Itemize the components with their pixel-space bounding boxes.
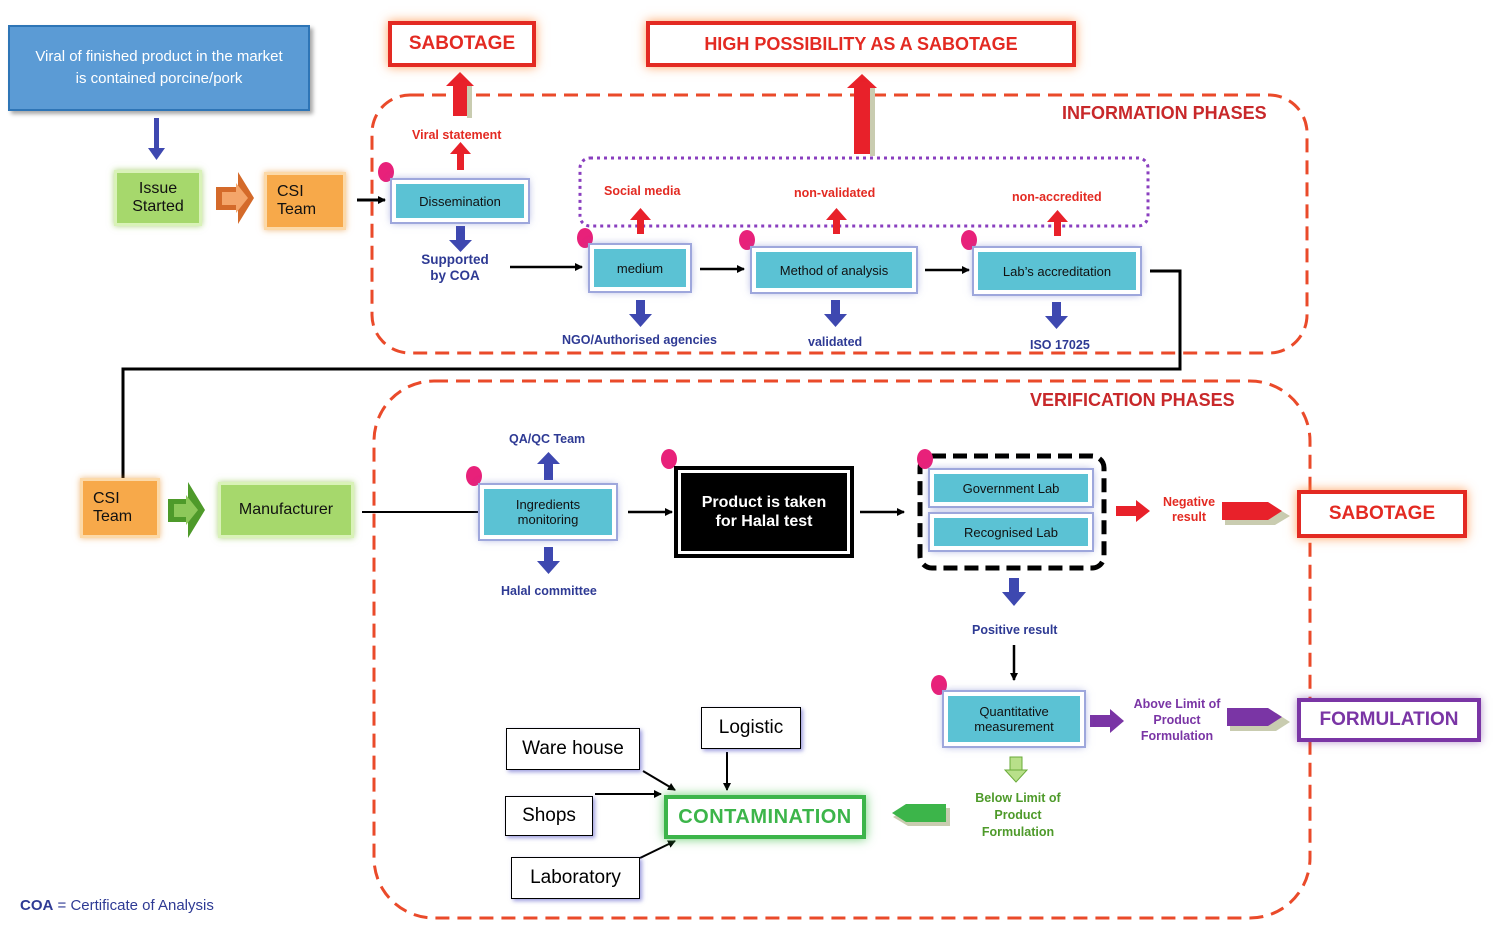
- above-limit-label: Above Limit of Product Formulation: [1133, 697, 1221, 743]
- contamination-box: CONTAMINATION: [664, 795, 866, 839]
- iso-label: ISO 17025: [1030, 338, 1090, 352]
- arrow-down-method: [824, 300, 847, 327]
- arrow-up-ingredients: [537, 452, 560, 480]
- csi-team-bottom-text: CSI Team: [93, 490, 133, 525]
- footnote-abbr: COA: [20, 897, 54, 914]
- arrow-up-medium: [630, 208, 651, 234]
- information-phases-title: INFORMATION PHASES: [1062, 103, 1267, 123]
- medium-box: medium: [588, 243, 692, 293]
- arrow-down-quant: [1003, 756, 1029, 783]
- logistic-box: Logistic: [701, 707, 801, 749]
- viral-statement-label: Viral statement: [412, 128, 502, 142]
- arrow-issue-to-csi: [216, 172, 254, 224]
- halal-committee-label: Halal committee: [501, 584, 597, 598]
- quantitative-measurement-text: Quantitative measurement: [974, 704, 1054, 734]
- verification-phase-frame: [372, 379, 1312, 920]
- supported-by-coa-label: Supported by COA: [421, 252, 489, 283]
- method-of-analysis-box: Method of analysis: [750, 246, 918, 294]
- medium-text: medium: [616, 260, 664, 276]
- arrow-above-to-formulation: [1227, 708, 1290, 731]
- manufacturer-box: Manufacturer: [218, 482, 354, 538]
- sabotage-bottom-text: SABOTAGE: [1328, 503, 1436, 524]
- csi-team-top-text: CSI Team: [277, 183, 317, 218]
- ware-house-text: Ware house: [522, 738, 624, 759]
- arrow-labs-to-negative: [1116, 500, 1150, 522]
- manufacturer-text: Manufacturer: [238, 501, 334, 518]
- dissemination-text: Dissemination: [419, 193, 501, 209]
- arrow-down-labs: [1002, 578, 1026, 606]
- below-limit-label: Below Limit of Product Formulation: [975, 791, 1061, 839]
- shops-box: Shops: [505, 796, 593, 836]
- laboratory-text: Laboratory: [530, 867, 621, 888]
- qa-qc-team-label: QA/QC Team: [509, 432, 586, 446]
- arrow-up-to-high-possibility: [847, 74, 877, 156]
- arrow-down-viral-to-issue: [148, 118, 165, 160]
- footnote-text: = Certificate of Analysis: [53, 897, 214, 914]
- arrow-quant-to-above: [1090, 709, 1124, 733]
- recognised-lab-text: Recognised Lab: [964, 524, 1058, 540]
- ngo-label: NGO/Authorised agencies: [562, 333, 717, 347]
- arrow-below-to-contamination: [892, 804, 950, 826]
- government-lab-box: Government Lab: [928, 468, 1094, 508]
- sabotage-top-text: SABOTAGE: [408, 33, 516, 54]
- non-validated-label: non-validated: [794, 186, 876, 200]
- arrow-negative-to-sabotage: [1222, 502, 1290, 525]
- ingredients-monitoring-box: Ingredients monitoring: [478, 483, 618, 541]
- product-halal-test-text: Product is taken for Halal test: [701, 494, 827, 530]
- contamination-text: CONTAMINATION: [678, 805, 852, 828]
- sabotage-bottom-banner: SABOTAGE: [1297, 490, 1467, 538]
- ingredients-monitoring-text: Ingredients monitoring: [515, 497, 581, 527]
- labs-group-frame: [917, 453, 1107, 571]
- logistic-text: Logistic: [718, 717, 784, 738]
- government-lab-text: Government Lab: [962, 480, 1060, 496]
- social-media-label: Social media: [604, 184, 681, 198]
- shops-text: Shops: [522, 805, 576, 826]
- high-possibility-text: HIGH POSSIBILITY AS A SABOTAGE: [704, 33, 1018, 54]
- arrow-down-medium: [629, 300, 652, 327]
- positive-result-label: Positive result: [972, 623, 1058, 637]
- arrow-down-ingredients: [537, 547, 560, 574]
- labs-accreditation-box: Lab’s accreditation: [972, 246, 1142, 296]
- magenta-dots: [378, 162, 977, 695]
- csi-team-bottom-box: CSI Team: [80, 478, 160, 538]
- viral-statement-text: Viral of finished product in the market …: [35, 48, 283, 87]
- viral-statement-box: Viral of finished product in the market …: [8, 25, 310, 111]
- arrow-down-lab: [1045, 302, 1068, 329]
- validated-label: validated: [808, 335, 863, 349]
- issue-started-text: Issue Started: [132, 180, 184, 215]
- arrow-up-method: [826, 208, 847, 234]
- arrow-up-dissemination: [450, 142, 471, 170]
- arrow-down-dissemination: [449, 226, 472, 252]
- issue-started-box: Issue Started: [114, 170, 202, 226]
- high-possibility-banner: HIGH POSSIBILITY AS A SABOTAGE: [646, 21, 1076, 67]
- arrow-csi-to-manufacturer: [168, 482, 205, 538]
- arrow-up-to-sabotage-top: [446, 72, 474, 118]
- information-phase-frame: [370, 93, 1309, 355]
- laboratory-box: Laboratory: [511, 857, 640, 899]
- high-possibility-group-frame: [578, 156, 1150, 228]
- non-accredited-label: non-accredited: [1012, 190, 1102, 204]
- dissemination-box: Dissemination: [390, 178, 530, 224]
- verification-phases-title: VERIFICATION PHASES: [1030, 390, 1235, 410]
- method-of-analysis-text: Method of analysis: [779, 262, 889, 278]
- labs-accreditation-text: Lab’s accreditation: [1002, 263, 1112, 279]
- formulation-banner: FORMULATION: [1297, 698, 1481, 742]
- negative-result-label: Negative result: [1162, 495, 1216, 524]
- recognised-lab-box: Recognised Lab: [928, 512, 1094, 552]
- ware-house-box: Ware house: [506, 728, 640, 770]
- quantitative-measurement-box: Quantitative measurement: [942, 690, 1086, 748]
- sabotage-top-banner: SABOTAGE: [388, 21, 536, 67]
- connector-lab-to-csi-bottom: [121, 269, 1182, 478]
- arrow-up-lab: [1047, 210, 1068, 236]
- csi-team-top-box: CSI Team: [264, 172, 346, 230]
- formulation-text: FORMULATION: [1319, 709, 1459, 730]
- product-halal-test-box: Product is taken for Halal test: [674, 466, 854, 558]
- footnote: COA = Certificate of Analysis: [20, 897, 214, 914]
